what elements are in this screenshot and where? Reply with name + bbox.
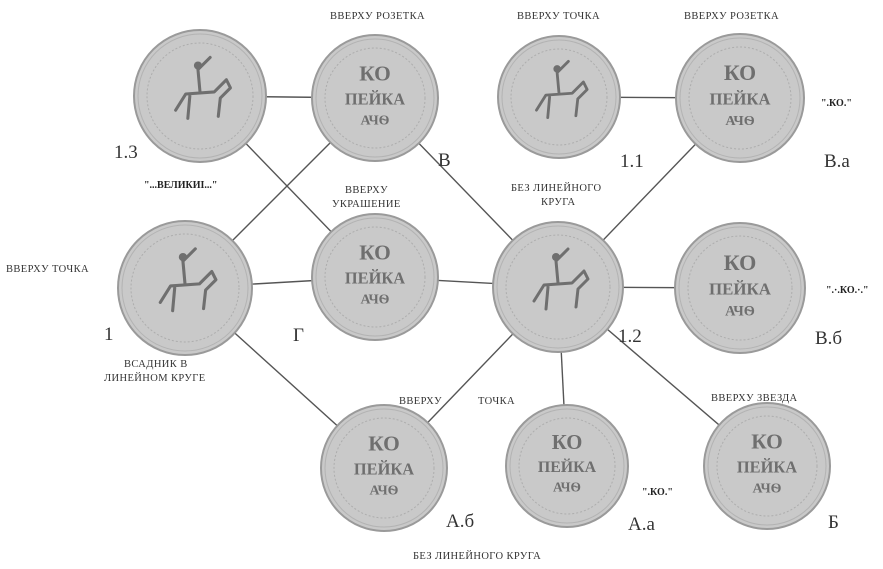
coin-legend-text: КО (359, 240, 391, 264)
coin-cV: КО ПЕЙКА АЧѲ (312, 35, 438, 161)
coin-c12 (493, 222, 623, 352)
coin-legend-text: ПЕЙКА (345, 268, 405, 287)
coin-legend-text: ПЕЙКА (737, 457, 797, 476)
coin-id-b: Б (828, 512, 839, 534)
coin-cG: КО ПЕЙКА АЧѲ (312, 214, 438, 340)
coin-cVb: КО ПЕЙКА АЧѲ (675, 223, 805, 353)
coin-c1 (118, 221, 252, 355)
coin-legend-text: ПЕЙКА (345, 89, 405, 108)
coin-legend-text: КО (552, 432, 583, 454)
coin-legend-text: КО (359, 61, 391, 85)
coin-legend-text: АЧѲ (361, 292, 390, 307)
label-bez-kruga-2: КРУГА (541, 197, 576, 208)
label-bez-kruga-1: БЕЗ ЛИНЕЙНОГО (511, 183, 602, 194)
coin-legend-text: АЧѲ (725, 113, 754, 129)
label-top-rozetka-left: ВВЕРХУ РОЗЕТКА (330, 11, 425, 22)
coin-legend-text: КО (724, 61, 756, 85)
coin-legend-text: КО (724, 250, 757, 275)
label-top-tochka-left: ВВЕРХУ ТОЧКА (6, 264, 89, 275)
label-vsadnik-2: ЛИНЕЙНОМ КРУГЕ (104, 373, 206, 384)
coin-legend-text: ПЕЙКА (538, 457, 597, 476)
coin-legend-text: АЧѲ (361, 113, 390, 128)
variant-velikii: "...ВЕЛИКИI..." (144, 180, 217, 191)
coin-id-1-2: 1.2 (618, 326, 642, 348)
coin-legend-text: КО (751, 429, 783, 453)
coin-id-v-b: В.б (815, 328, 842, 350)
coin-id-v: В (438, 150, 451, 172)
label-bez-kruga-bottom: БЕЗ ЛИНЕЙНОГО КРУГА (413, 551, 541, 562)
coin-legend-text: АЧѲ (725, 303, 755, 319)
coin-id-1: 1 (104, 324, 114, 346)
coin-legend-text: КО (368, 431, 400, 455)
coin-c11 (498, 36, 620, 158)
coin-id-1-3: 1.3 (114, 142, 138, 164)
coin-id-g: Г (293, 325, 304, 347)
coin-id-v-a: В.а (824, 151, 850, 173)
coin-legend-text: ПЕЙКА (710, 89, 771, 108)
coin-legend-text: ПЕЙКА (709, 280, 772, 299)
label-ukrashenie-2: УКРАШЕНИЕ (332, 199, 401, 210)
label-ukrashenie-1: ВВЕРХУ (345, 185, 388, 196)
variant-ko-va: ".КО." (821, 98, 852, 109)
coin-legend-text: АЧѲ (753, 481, 782, 496)
coin-cB: КО ПЕЙКА АЧѲ (704, 403, 830, 529)
coin-cAb: КО ПЕЙКА АЧѲ (321, 405, 447, 531)
coin-cVa: КО ПЕЙКА АЧѲ (676, 34, 804, 162)
coin-cAa: КО ПЕЙКА АЧѲ (506, 405, 628, 527)
label-top-tochka-word: ТОЧКА (478, 396, 515, 407)
coin-id-a-a: А.а (628, 514, 655, 536)
coin-id-1-1: 1.1 (620, 151, 644, 173)
label-top-rozetka-right: ВВЕРХУ РОЗЕТКА (684, 11, 779, 22)
label-top-zvezda: ВВЕРХУ ЗВЕЗДА (711, 393, 798, 404)
label-top-tochka-top: ВВЕРХУ ТОЧКА (517, 11, 600, 22)
coin-c13 (134, 30, 266, 162)
variant-ko-vb: ".·.КО.·." (826, 285, 869, 296)
label-top-word: ВВЕРХУ (399, 396, 442, 407)
coin-legend-text: АЧѲ (370, 483, 399, 498)
variant-ko-aa: ".КО." (642, 487, 673, 498)
coin-legend-text: ПЕЙКА (354, 459, 414, 478)
coin-id-a-b: А.б (446, 511, 474, 533)
coin-legend-text: АЧѲ (553, 480, 581, 495)
label-vsadnik-1: ВСАДНИК В (124, 359, 188, 370)
